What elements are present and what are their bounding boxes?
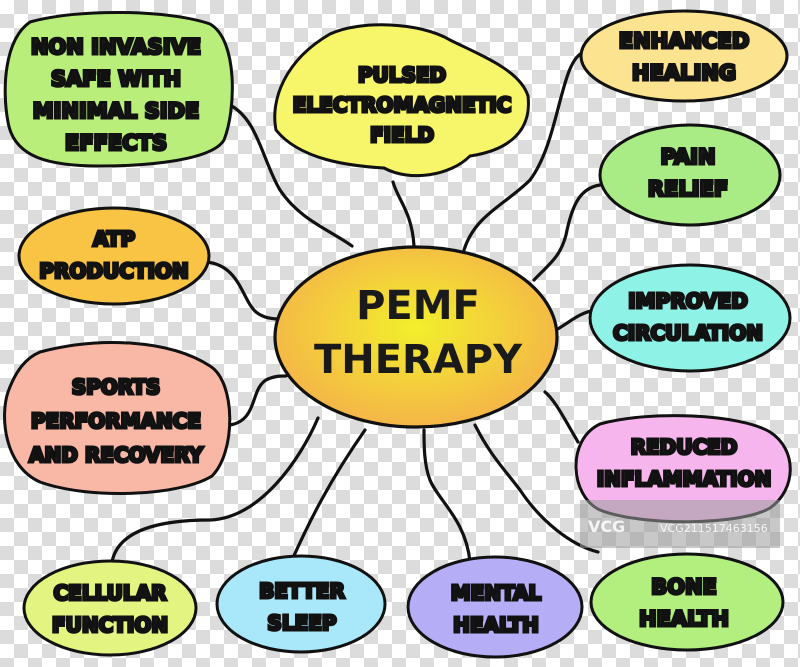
node-better-sleep-line: BETTER (259, 579, 345, 603)
node-sports-performance-line: AND RECOVERY (29, 443, 203, 467)
connector-atp (204, 260, 284, 322)
connector-pain-relief (532, 183, 602, 282)
node-reduced-inflammation-line: REDUCED (631, 435, 738, 459)
center-node-line: THERAPY (314, 337, 523, 383)
node-better-sleep-line: SLEEP (267, 611, 336, 635)
watermark-text: VCG211517463156 (660, 522, 768, 535)
center-node-text: PEMF THERAPY (314, 283, 523, 383)
node-cellular-function-line: CELLULAR (54, 581, 167, 605)
node-improved-circulation-line: IMPROVED (628, 289, 748, 313)
node-atp-production-line: ATP (93, 227, 135, 251)
node-pulsed-emf-line: FIELD (370, 123, 434, 147)
node-bone-health-line: BONE (651, 575, 717, 599)
node-atp-production-text: ATP PRODUCTION (39, 227, 188, 283)
connector-mental (422, 428, 472, 564)
watermark-band (580, 500, 780, 548)
node-atp-production: ATP PRODUCTION (17, 206, 211, 306)
node-pain-relief: PAIN RELIEF (598, 123, 782, 227)
node-pulsed-emf: PULSED ELECTROMAGNETIC FIELD (273, 23, 530, 178)
node-enhanced-healing-line: ENHANCED (619, 29, 750, 53)
node-enhanced-healing-shape (579, 9, 789, 103)
connector-inflammation (543, 390, 580, 444)
node-cellular-function-line: FUNCTION (52, 613, 168, 637)
node-enhanced-healing: ENHANCED HEALING (579, 9, 789, 103)
node-non-invasive-line: EFFECTS (65, 131, 167, 155)
node-enhanced-healing-line: HEALING (632, 61, 736, 85)
nodes: NON INVASIVE SAFE WITH MINIMAL SIDE EFFECTS… (3, 9, 792, 659)
node-non-invasive-line: SAFE WITH (51, 67, 181, 91)
connector-sleep (290, 428, 367, 562)
node-mental-health: MENTAL HEALTH (406, 555, 584, 659)
node-sports-performance-shape (3, 341, 232, 495)
node-atp-production-line: PRODUCTION (39, 259, 188, 283)
node-pulsed-emf-shape (273, 23, 530, 178)
node-cellular-function: CELLULAR FUNCTION (22, 559, 198, 657)
node-non-invasive-line: MINIMAL SIDE (33, 99, 200, 123)
node-sports-performance-line: SPORTS (72, 375, 161, 399)
center-node-shape (273, 245, 559, 429)
node-bone-health-line: HEALTH (639, 607, 729, 631)
node-improved-circulation-shape (588, 263, 792, 373)
node-sports-performance-text: SPORTS PERFORMANCE AND RECOVERY (29, 375, 203, 467)
connector-pulsed-emf (391, 180, 416, 248)
node-pain-relief-text: PAIN RELIEF (648, 145, 728, 201)
node-non-invasive-text: NON INVASIVE SAFE WITH MINIMAL SIDE EFFECTS (31, 35, 201, 155)
node-pulsed-emf-line: PULSED (358, 63, 446, 87)
node-non-invasive-shape (3, 11, 234, 168)
node-non-invasive: NON INVASIVE SAFE WITH MINIMAL SIDE EFFECTS (3, 11, 234, 168)
node-better-sleep-shape (215, 554, 387, 654)
connector-sports (228, 374, 288, 427)
node-cellular-function-text: CELLULAR FUNCTION (52, 581, 168, 637)
connector-enhanced-healing (462, 50, 586, 252)
node-sports-performance: SPORTS PERFORMANCE AND RECOVERY (3, 341, 232, 495)
node-better-sleep: BETTER SLEEP (215, 554, 387, 654)
center-node: PEMF THERAPY (273, 245, 559, 429)
connector-non-invasive (226, 102, 354, 248)
node-reduced-inflammation-line: INFLAMMATION (597, 467, 772, 491)
watermark: VCG VCG211517463156 (580, 500, 780, 548)
node-cellular-function-shape (22, 559, 198, 657)
node-mental-health-text: MENTAL HEALTH (451, 581, 542, 637)
node-sports-performance-line: PERFORMANCE (31, 409, 201, 433)
node-pain-relief-line: PAIN (660, 145, 715, 169)
node-pain-relief-shape (598, 123, 782, 227)
connector-cellular (110, 416, 320, 564)
node-non-invasive-line: NON INVASIVE (31, 35, 201, 59)
node-enhanced-healing-text: ENHANCED HEALING (619, 29, 750, 85)
node-mental-health-line: HEALTH (453, 613, 539, 637)
watermark-logo: VCG (588, 517, 625, 536)
connector-bone (473, 423, 600, 554)
node-pulsed-emf-text: PULSED ELECTROMAGNETIC FIELD (293, 63, 512, 147)
center-node-line: PEMF (356, 283, 480, 329)
node-bone-health-text: BONE HEALTH (639, 575, 729, 631)
node-pulsed-emf-line: ELECTROMAGNETIC (293, 93, 512, 117)
node-improved-circulation-text: IMPROVED CIRCULATION (613, 289, 763, 345)
node-better-sleep-text: BETTER SLEEP (259, 579, 345, 635)
node-atp-production-shape (17, 206, 211, 306)
node-improved-circulation: IMPROVED CIRCULATION (588, 263, 792, 373)
node-mental-health-shape (406, 555, 584, 659)
node-bone-health: BONE HEALTH (589, 552, 785, 652)
node-reduced-inflammation-text: REDUCED INFLAMMATION (597, 435, 772, 491)
node-bone-health-shape (589, 552, 785, 652)
node-improved-circulation-line: CIRCULATION (613, 321, 763, 345)
node-pain-relief-line: RELIEF (648, 177, 728, 201)
node-mental-health-line: MENTAL (451, 581, 542, 605)
